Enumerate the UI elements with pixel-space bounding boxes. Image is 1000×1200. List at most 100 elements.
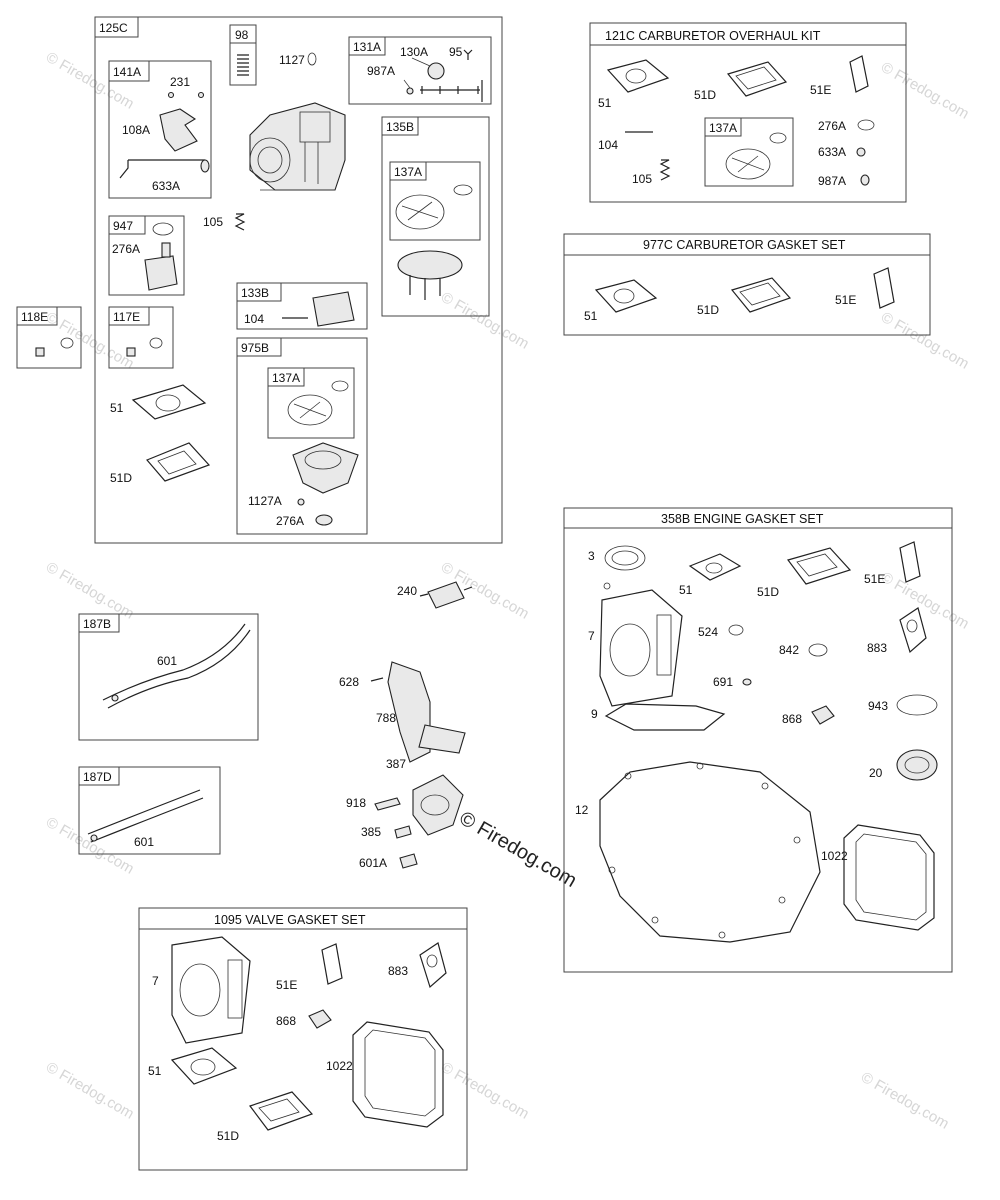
- gasket-part: [726, 61, 788, 97]
- watermark: © Firedog.com: [438, 1059, 532, 1123]
- watermark: © Firedog.com: [43, 814, 137, 878]
- kit-label: 125C: [99, 21, 128, 35]
- part-label: 524: [698, 625, 718, 639]
- part-label: 130A: [400, 45, 428, 59]
- gasket-part: [453, 184, 473, 196]
- solenoid-part: [144, 255, 178, 291]
- kit-title: 977C CARBURETOR GASKET SET: [643, 238, 846, 252]
- part-label: 51D: [217, 1129, 239, 1143]
- o-ring-part: [406, 87, 414, 95]
- part-label: 7: [588, 629, 595, 643]
- fuel-pump-body-part: [292, 442, 359, 494]
- gasket-part: [730, 277, 792, 313]
- gasket-part: [249, 1091, 314, 1131]
- spring-part: [237, 54, 249, 76]
- part-label: 20: [869, 766, 883, 780]
- part-label: 51D: [110, 471, 132, 485]
- gasket-part: [131, 384, 207, 420]
- gasket-part: [899, 607, 927, 654]
- screw-part: [35, 347, 45, 357]
- kit-label: 131A: [353, 40, 381, 54]
- kit-125C: 125C 98 1127 131A 130A 95 987A 141A 231 …: [94, 16, 503, 544]
- part-label: 868: [782, 712, 802, 726]
- part-label: 788: [376, 711, 396, 725]
- pin-part: [307, 52, 317, 66]
- kit-118E: 118E: [16, 306, 82, 369]
- watermark: © Firedog.com: [858, 1069, 952, 1133]
- head-gasket-part: [171, 936, 251, 1044]
- part-label: 51: [598, 96, 612, 110]
- needle-part: [420, 80, 483, 102]
- part-label: 276A: [276, 514, 304, 528]
- bolt-part: [370, 677, 384, 682]
- head-gasket-part: [599, 589, 683, 707]
- gasket-part: [688, 553, 742, 581]
- part-label: 628: [339, 675, 359, 689]
- part-label: 9: [591, 707, 598, 721]
- part-label: 883: [388, 964, 408, 978]
- part-label: 868: [276, 1014, 296, 1028]
- spring-part: [659, 159, 671, 181]
- fuel-pump-part: [412, 774, 464, 836]
- part-label: 883: [867, 641, 887, 655]
- gasket-part: [419, 942, 447, 989]
- part-label: 1127A: [248, 494, 282, 508]
- kit-label: 135B: [386, 120, 414, 134]
- diaphragm-part: [395, 194, 445, 230]
- kit-label: 137A: [709, 121, 737, 135]
- part-label: 1022: [821, 849, 848, 863]
- kit-label: 133B: [241, 286, 269, 300]
- kit-121C: 121C CARBURETOR OVERHAUL KIT 51 51D 51E …: [589, 22, 907, 203]
- part-label: 1127: [279, 53, 305, 67]
- gasket-part: [604, 703, 726, 731]
- screw-part: [463, 49, 473, 60]
- gasket-part: [594, 279, 658, 313]
- part-label: 12: [575, 803, 589, 817]
- watermark: © Firedog.com: [878, 569, 972, 633]
- part-label: 104: [598, 138, 618, 152]
- part-label: 387: [386, 757, 406, 771]
- part-label: 51: [584, 309, 598, 323]
- kit-1095: 1095 VALVE GASKET SET 7 51E 883 868 1022…: [138, 907, 468, 1171]
- part-label: 987A: [818, 174, 846, 188]
- float-part: [427, 62, 445, 80]
- gasket-part: [170, 1047, 238, 1085]
- part-label: 3: [588, 549, 595, 563]
- kit-title: 358B ENGINE GASKET SET: [661, 512, 824, 526]
- part-label: 51E: [835, 293, 856, 307]
- gasket-part: [899, 541, 921, 583]
- valve-seal-part: [811, 705, 835, 725]
- part-label: 601: [157, 654, 177, 668]
- gasket-part: [849, 55, 869, 93]
- bracket-part: [387, 661, 431, 763]
- part-label: 51: [679, 583, 693, 597]
- valve-seal-part: [308, 1009, 332, 1029]
- kit-977C: 977C CARBURETOR GASKET SET 51 51D 51E: [563, 233, 931, 336]
- part-label: 385: [361, 825, 381, 839]
- watermark-center: © Firedog.com: [456, 807, 581, 892]
- fuel-line-part: [87, 789, 201, 835]
- part-label: 842: [779, 643, 799, 657]
- throttle-shaft-part: [119, 159, 206, 179]
- part-label: 987A: [367, 64, 395, 78]
- part-label: 633A: [818, 145, 846, 159]
- crankcase-gasket-part: [599, 761, 821, 943]
- watermark: © Firedog.com: [438, 289, 532, 353]
- part-label: 51: [110, 401, 124, 415]
- fuel-line-part: [102, 623, 246, 701]
- part-label: 276A: [818, 119, 846, 133]
- part-label: 601: [134, 835, 154, 849]
- kit-label: 975B: [241, 341, 269, 355]
- part-label: 918: [346, 796, 366, 810]
- watermarks: © Firedog.com © Firedog.com © Firedog.co…: [43, 49, 972, 1133]
- watermark: © Firedog.com: [878, 309, 972, 373]
- diaphragm-part: [287, 394, 333, 426]
- kit-187D: 187D 601: [78, 766, 221, 855]
- watermark: © Firedog.com: [43, 559, 137, 623]
- part-label: 104: [244, 312, 264, 326]
- spring-part: [234, 213, 246, 231]
- part-label: 105: [632, 172, 652, 186]
- gasket-part: [152, 222, 174, 236]
- watermark: © Firedog.com: [878, 59, 972, 123]
- seal-part: [604, 545, 646, 571]
